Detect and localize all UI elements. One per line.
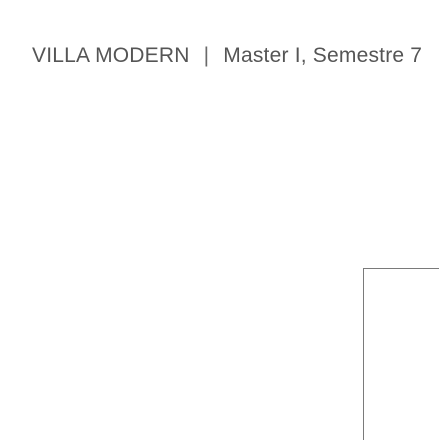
corner-frame-decoration — [363, 268, 439, 440]
course-subtitle: Master I, Semestre 7 — [223, 44, 423, 67]
page-header: VILLA MODERN | Master I, Semestre 7 — [32, 40, 439, 72]
project-title: VILLA MODERN — [32, 44, 190, 67]
title-separator: | — [203, 44, 210, 67]
